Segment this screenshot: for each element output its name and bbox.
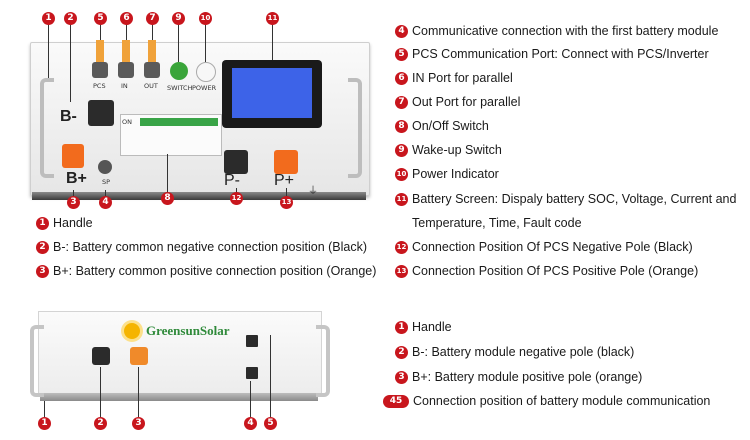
leader-13 [286, 188, 287, 198]
leader-7 [152, 24, 153, 40]
legend-item-handle: 1 Handle [36, 216, 93, 230]
b-plus-label: B+ [66, 170, 87, 187]
sp-label: SP [102, 178, 111, 186]
callout-11: 11 [266, 12, 279, 25]
bottom-legend-comm: 45 Connection position of battery module… [383, 394, 710, 408]
leader-10 [205, 24, 206, 62]
switch-label: SWITCH [167, 84, 193, 92]
in-port [118, 62, 134, 78]
bottom-callout-4: 4 [244, 417, 257, 430]
bottom-device-panel [38, 311, 322, 397]
callout-13: 13 [280, 196, 293, 209]
bottom-leader-4 [250, 381, 251, 417]
leader-4 [105, 190, 106, 198]
callout-2: 2 [64, 12, 77, 25]
in-label: IN [121, 82, 128, 90]
pcs-port [92, 62, 108, 78]
in-cable [122, 40, 130, 62]
leader-9 [178, 24, 179, 62]
leader-8 [167, 154, 168, 194]
bottom-left-handle [30, 325, 44, 397]
on-label: ON [122, 118, 132, 126]
callout-7: 7 [146, 12, 159, 25]
comm-port-4 [246, 335, 258, 347]
comm-port-5 [246, 367, 258, 379]
bottom-b-plus-terminal [130, 347, 148, 365]
pcs-cable [96, 40, 104, 62]
brand-name: GreensunSolar [146, 323, 230, 338]
callout-4: 4 [99, 196, 112, 209]
b-minus-label: B- [60, 108, 77, 125]
leader-2 [70, 24, 71, 102]
p-minus-terminal [224, 150, 248, 174]
out-port [144, 62, 160, 78]
breaker-handles [140, 118, 218, 126]
leader-3 [73, 190, 74, 198]
bottom-legend-b-plus: 3 B+: Battery module positive pole (oran… [395, 370, 642, 384]
p-plus-terminal [274, 150, 298, 174]
bottom-leader-2 [100, 367, 101, 417]
callout-3: 3 [67, 196, 80, 209]
legend-item-9: 9 Wake-up Switch [395, 143, 502, 157]
callout-6: 6 [120, 12, 133, 25]
bottom-leader-3 [138, 367, 139, 417]
out-cable [148, 40, 156, 62]
left-handle [40, 78, 54, 178]
p-minus-label: P- [224, 172, 240, 189]
bottom-b-minus-terminal [92, 347, 110, 365]
callout-1: 1 [42, 12, 55, 25]
bottom-right-handle [316, 325, 330, 397]
pcs-label: PCS [93, 82, 106, 90]
legend-item-4: 4 Communicative connection with the firs… [395, 24, 718, 38]
callout-12: 12 [230, 192, 243, 205]
sp-port [98, 160, 112, 174]
power-label: POWER [192, 84, 217, 92]
leader-6 [126, 24, 127, 40]
leader-11 [272, 24, 273, 60]
legend-item-b-plus: 3 B+: Battery common positive connection… [36, 264, 376, 278]
callout-8: 8 [161, 192, 174, 205]
battery-screen [232, 68, 312, 118]
bottom-callout-1: 1 [38, 417, 51, 430]
bottom-legend-b-minus: 2 B-: Battery module negative pole (blac… [395, 345, 634, 359]
top-device-base [32, 192, 366, 200]
legend-item-6: 6 IN Port for parallel [395, 71, 513, 85]
wake-up-switch [170, 62, 188, 80]
legend-item-b-minus: 2 B-: Battery common negative connection… [36, 240, 367, 254]
legend-item-11: 11 Battery Screen: Dispaly battery SOC, … [395, 192, 737, 206]
ground-icon: ⏚ [308, 186, 318, 197]
out-label: OUT [144, 82, 158, 90]
bottom-callout-3: 3 [132, 417, 145, 430]
callout-9: 9 [172, 12, 185, 25]
bottom-legend-handle: 1 Handle [395, 320, 452, 334]
power-indicator [196, 62, 216, 82]
callout-10: 10 [199, 12, 212, 25]
b-minus-terminal [88, 100, 114, 126]
bottom-leader-5 [270, 335, 271, 417]
bottom-leader-1 [44, 401, 45, 417]
b-plus-terminal [62, 144, 84, 168]
legend-item-8: 8 On/Off Switch [395, 119, 489, 133]
legend-item-13: 13 Connection Position Of PCS Positive P… [395, 264, 699, 278]
legend-item-11-cont: Temperature, Time, Fault code [412, 216, 582, 230]
legend-item-5: 5 PCS Communication Port: Connect with P… [395, 47, 709, 61]
leader-1 [48, 24, 49, 78]
right-handle [348, 78, 362, 178]
bottom-callout-2: 2 [94, 417, 107, 430]
bottom-device: GreensunSolar 1 2 3 4 5 [20, 305, 340, 435]
legend-item-10: 10 Power Indicator [395, 167, 499, 181]
top-device: B- B+ SP PCS IN OUT SWITCH POWER ON P- P… [10, 10, 380, 210]
leader-5 [100, 24, 101, 40]
bottom-callout-5: 5 [264, 417, 277, 430]
legend-item-12: 12 Connection Position Of PCS Negative P… [395, 240, 693, 254]
p-plus-label: P+ [274, 172, 295, 189]
brand-logo-icon [124, 323, 140, 339]
bottom-device-base [40, 393, 318, 401]
callout-5: 5 [94, 12, 107, 25]
legend-item-7: 7 Out Port for parallel [395, 95, 520, 109]
